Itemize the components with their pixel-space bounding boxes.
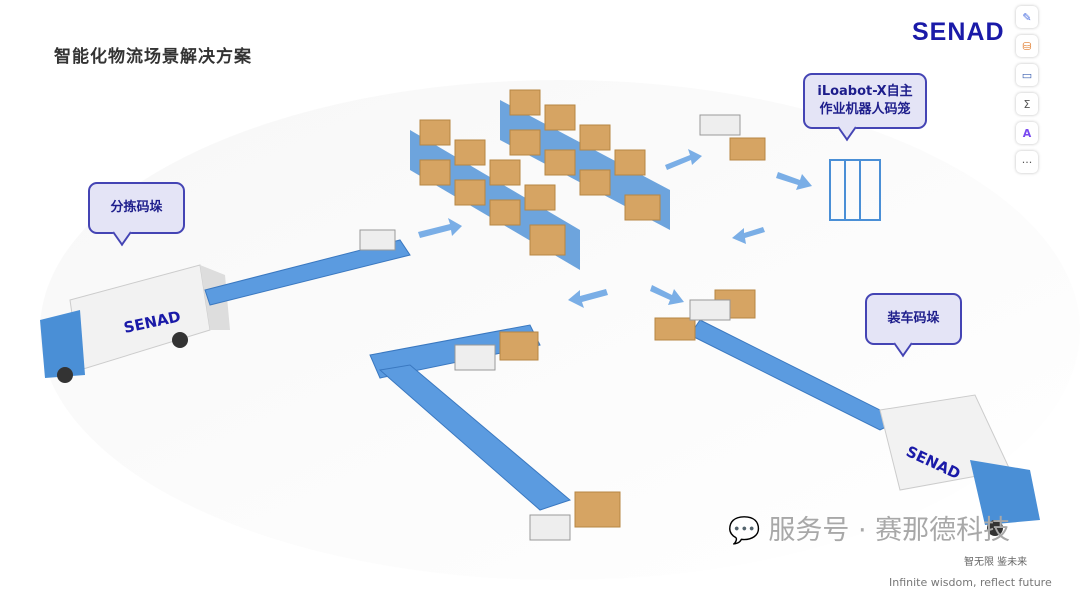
bubble-label: 分拣码垛	[110, 200, 163, 215]
bubble-label-line2: 作业机器人码笼	[819, 102, 911, 117]
watermark: 💬 服务号 · 赛那德科技	[728, 514, 1010, 548]
slogan-en: Infinite wisdom, reflect future	[889, 576, 1052, 589]
ai-icon[interactable]: A	[1016, 122, 1038, 144]
bubble-label: 装车码垛	[887, 311, 940, 326]
conveyors	[204, 239, 902, 511]
sorting-palletizing-bubble: 分拣码垛	[88, 182, 185, 234]
senad-logo: SENAD	[912, 18, 1005, 46]
left-truck: SENAD	[40, 264, 230, 383]
flow-arrows	[418, 149, 812, 308]
roll-cage	[829, 159, 881, 221]
robots	[359, 114, 741, 541]
screen-icon[interactable]: ▭	[1016, 64, 1038, 86]
floating-toolbar: ✎ ⛁ ▭ Σ A ···	[1016, 6, 1040, 173]
storage-racks	[410, 89, 766, 528]
right-truck: SENAD	[879, 394, 1040, 536]
bubble-label-line1: iLoabot-X自主	[817, 84, 913, 99]
robot-caging-bubble: iLoabot-X自主作业机器人码笼	[803, 73, 927, 129]
more-icon[interactable]: ···	[1016, 151, 1038, 173]
paint-bucket-icon[interactable]: ⛁	[1016, 35, 1038, 57]
truck-loading-bubble: 装车码垛	[865, 293, 962, 345]
slogan-cn: 智无限 鉴未来	[964, 557, 1028, 568]
brush-icon[interactable]: ✎	[1016, 6, 1038, 28]
formula-icon[interactable]: Σ	[1016, 93, 1038, 115]
page-title: 智能化物流场景解决方案	[54, 47, 252, 67]
wechat-icon: 💬	[728, 516, 761, 546]
watermark-text: 服务号 · 赛那德科技	[768, 515, 1011, 546]
